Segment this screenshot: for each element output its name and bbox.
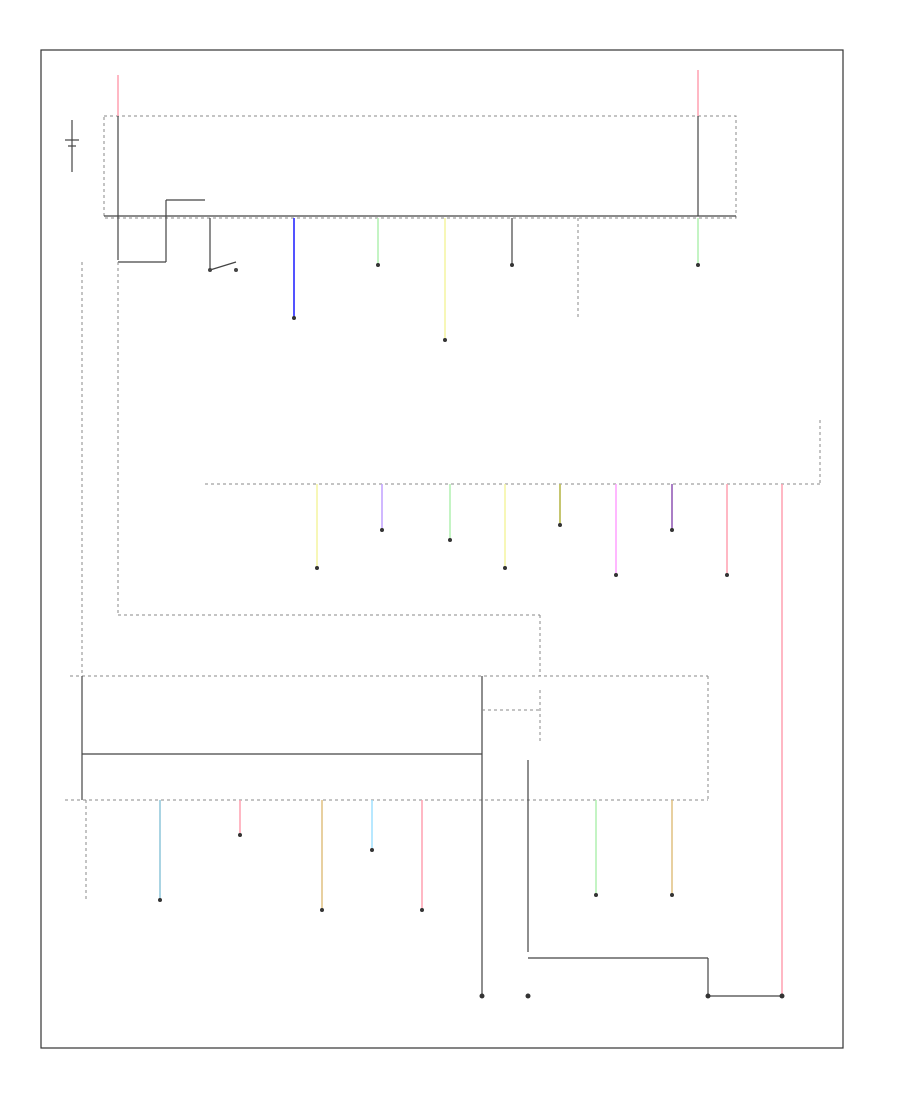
drop-pin xyxy=(292,316,296,320)
drop-pin xyxy=(315,566,319,570)
drop-pin xyxy=(448,538,452,542)
drop-pin xyxy=(503,566,507,570)
drop-pin xyxy=(594,893,598,897)
middle-fuse-block xyxy=(205,420,821,996)
upper-fuse-block-frame xyxy=(103,115,737,219)
diagram-border xyxy=(40,49,844,1049)
drop-pin xyxy=(670,528,674,532)
drop-pin xyxy=(670,893,674,897)
drop-pin xyxy=(420,908,424,912)
drop-pin xyxy=(370,848,374,852)
ignition-switch-contact-2 xyxy=(234,268,238,272)
drop-pin xyxy=(238,833,242,837)
drop-pin xyxy=(380,528,384,532)
junction-dot xyxy=(479,993,485,999)
drop-pin xyxy=(725,573,729,577)
drop-pin xyxy=(158,898,162,902)
junction-dot xyxy=(779,993,785,999)
junction-dot xyxy=(705,993,711,999)
drop-pin xyxy=(376,263,380,267)
drop-pin xyxy=(696,263,700,267)
drop-pin xyxy=(320,908,324,912)
drop-pin xyxy=(443,338,447,342)
ignition-switch-arm xyxy=(209,261,237,271)
junction-dot xyxy=(525,993,531,999)
drop-pin xyxy=(558,523,562,527)
drop-pin xyxy=(510,263,514,267)
drop-pin xyxy=(614,573,618,577)
lower-fuse-block xyxy=(65,675,785,999)
upper-fuse-block xyxy=(65,70,737,342)
